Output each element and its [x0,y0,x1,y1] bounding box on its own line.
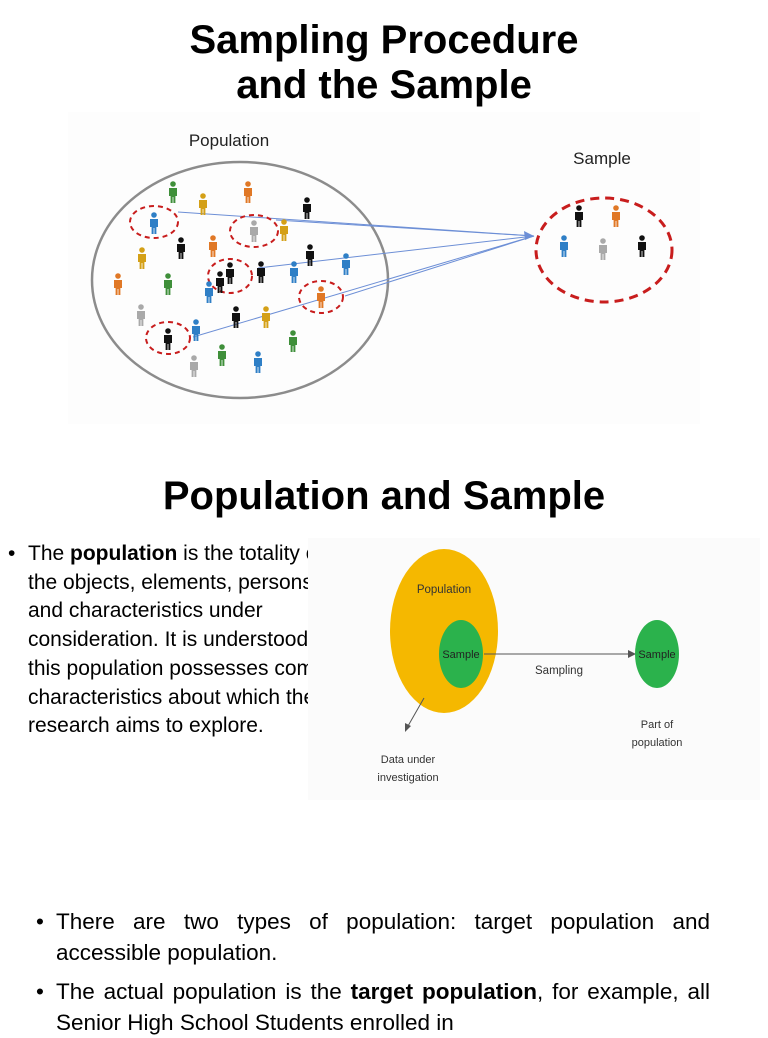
person-icon [190,355,198,377]
bullet3-prefix: The actual population is the [56,979,351,1004]
person-icon [289,330,297,352]
population-label: Population [189,131,269,150]
person-icon [290,261,298,283]
person-icon [150,212,158,234]
bullet1-prefix: The [28,542,71,565]
title-line-2: and the Sample [236,63,532,107]
diagram-population-label: Population [417,584,471,596]
population-types-bullet: • There are two types of population: tar… [36,906,710,968]
data-under-line-1: Data under [381,754,436,766]
selected-rings [129,205,344,355]
inner-sample-blob [439,620,483,688]
outer-sample-blob [635,620,679,688]
person-icon [303,197,311,219]
population-sample-diagram: Population Sample Sampling Sample Part o… [308,538,760,800]
person-icon [612,205,620,227]
data-arrow-head [405,723,411,732]
person-icon [638,235,646,257]
inner-sample-label: Sample [442,649,479,661]
data-arrow [407,697,425,727]
sampling-label: Sampling [535,665,583,677]
person-icon [560,235,568,257]
person-icon [137,304,145,326]
person-icon [317,286,325,308]
person-icon [306,244,314,266]
person-icon [177,237,185,259]
bullet2-text: There are two types of population: targe… [56,909,710,965]
person-icon [231,306,240,328]
selection-arrows [177,211,535,338]
person-icon [164,328,172,350]
population-definition: • The population is the totality of all … [8,540,358,741]
part-of-population-line-1: Part of [641,719,674,731]
person-icon [243,181,252,203]
person-icon [114,273,122,295]
person-icon [599,238,607,260]
target-population-bullet: • The actual population is the target po… [36,976,710,1038]
people-icons [114,181,646,377]
bullet1-rest: is the totality of all the objects, elem… [28,542,355,738]
data-under-line-2: investigation [377,772,438,784]
part-of-population-line-2: population [632,737,683,749]
person-icon [164,273,172,295]
person-icon [225,262,234,284]
bullet3-bold: target population [350,979,537,1004]
title-line-1: Sampling Procedure [189,18,579,62]
person-icon [192,319,200,341]
bullet-dot: • [36,909,44,934]
sample-label: Sample [573,149,631,168]
population-circle [90,160,390,400]
person-icon [262,306,270,328]
person-icon [575,205,583,227]
person-icon [217,344,226,366]
person-icon [342,253,350,275]
bullet1-bold: population [70,542,178,565]
person-icon [215,271,224,293]
person-icon [169,181,177,203]
person-icon [198,193,207,215]
person-icon [257,261,265,283]
person-icon [208,235,217,257]
bullet-dot: • [36,979,44,1004]
bullet-dot: • [8,542,16,565]
sample-circle [534,196,674,304]
outer-sample-label: Sample [638,649,675,661]
person-icon [138,247,146,269]
person-icon [249,220,258,242]
person-icon [204,281,213,303]
sampling-illustration: Population Sample [68,112,700,424]
slide-title-population-and-sample: Population and Sample [162,474,606,518]
population-blob [390,549,498,713]
person-icon [280,219,288,241]
sampling-arrow-head [628,650,636,658]
person-icon [253,351,262,373]
